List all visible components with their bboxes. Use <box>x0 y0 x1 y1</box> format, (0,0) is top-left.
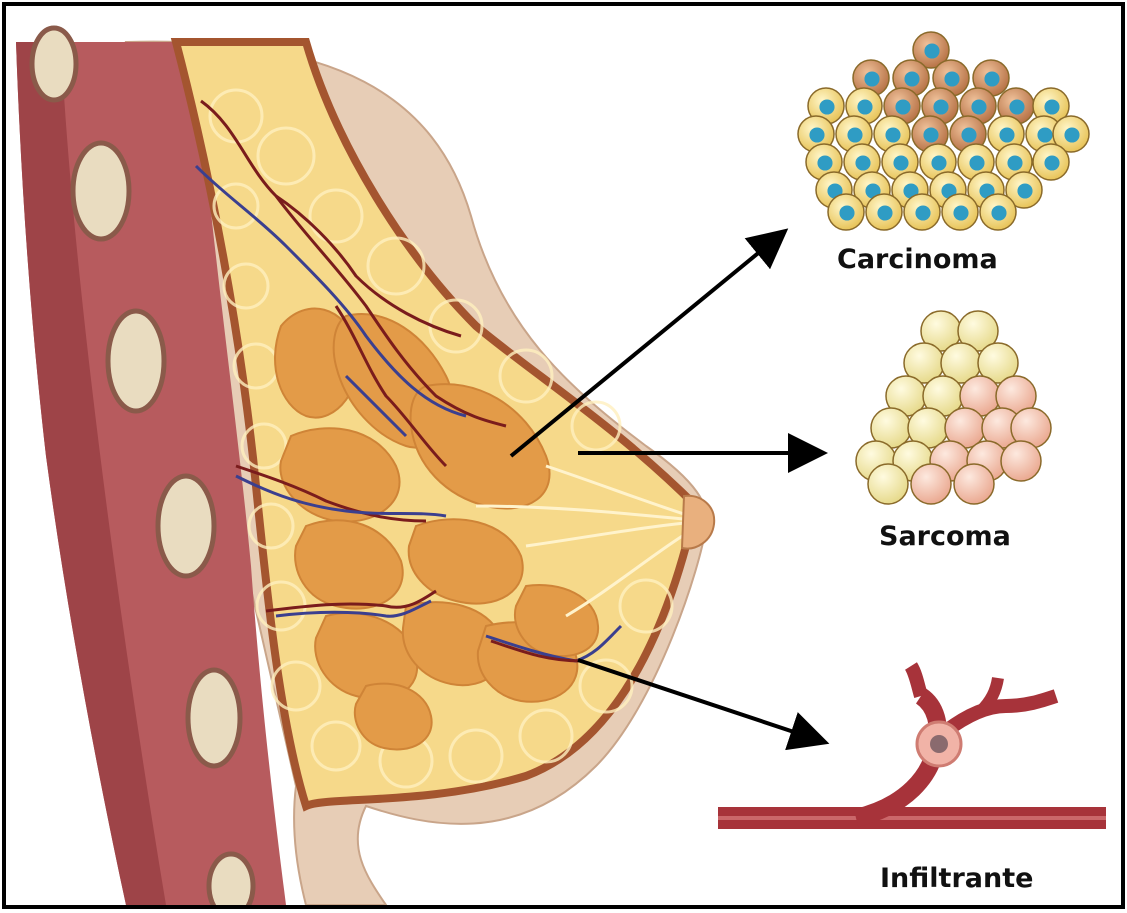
sarcoma-cell <box>868 464 908 504</box>
label-sarcoma: Sarcoma <box>879 521 1011 552</box>
sarcoma-cell <box>1001 441 1041 481</box>
label-infiltrante: Infiltrante <box>880 863 1033 894</box>
cell-nucleus <box>999 127 1014 142</box>
cell-nucleus <box>991 205 1006 220</box>
cell-nucleus <box>915 205 930 220</box>
cell-nucleus <box>924 43 939 58</box>
cell-nucleus <box>893 155 908 170</box>
sarcoma-cell-cluster <box>856 311 1051 504</box>
sarcoma-cell <box>954 464 994 504</box>
breast-cancer-diagram <box>6 6 1121 905</box>
cell-nucleus <box>839 205 854 220</box>
cell-nucleus <box>904 71 919 86</box>
infiltrating-vessel <box>718 666 1106 818</box>
cell-nucleus <box>944 71 959 86</box>
cell-nucleus <box>961 127 976 142</box>
cell-nucleus <box>819 99 834 114</box>
cell-nucleus <box>855 155 870 170</box>
cell-nucleus <box>953 205 968 220</box>
cell-nucleus <box>1007 155 1022 170</box>
cell-nucleus <box>1044 155 1059 170</box>
label-carcinoma: Carcinoma <box>837 244 998 275</box>
cell-nucleus <box>969 155 984 170</box>
cell-nucleus <box>933 99 948 114</box>
cell-nucleus <box>817 155 832 170</box>
cell-nucleus <box>1044 99 1059 114</box>
cell-nucleus <box>984 71 999 86</box>
cell-nucleus <box>847 127 862 142</box>
cell-nucleus <box>931 155 946 170</box>
cell-nucleus <box>857 99 872 114</box>
nipple <box>682 496 714 549</box>
cell-nucleus <box>895 99 910 114</box>
sarcoma-cell <box>911 464 951 504</box>
cell-nucleus <box>1037 127 1052 142</box>
cell-nucleus <box>877 205 892 220</box>
cell-nucleus <box>1009 99 1024 114</box>
cell-nucleus <box>809 127 824 142</box>
cell-nucleus <box>885 127 900 142</box>
cell-nucleus <box>1017 183 1032 198</box>
carcinoma-cell-cluster <box>798 32 1089 230</box>
arrow-to-carcinoma <box>511 236 779 456</box>
cell-nucleus <box>1064 127 1079 142</box>
cell-nucleus <box>864 71 879 86</box>
cell-nucleus <box>971 99 986 114</box>
cell-nucleus <box>923 127 938 142</box>
